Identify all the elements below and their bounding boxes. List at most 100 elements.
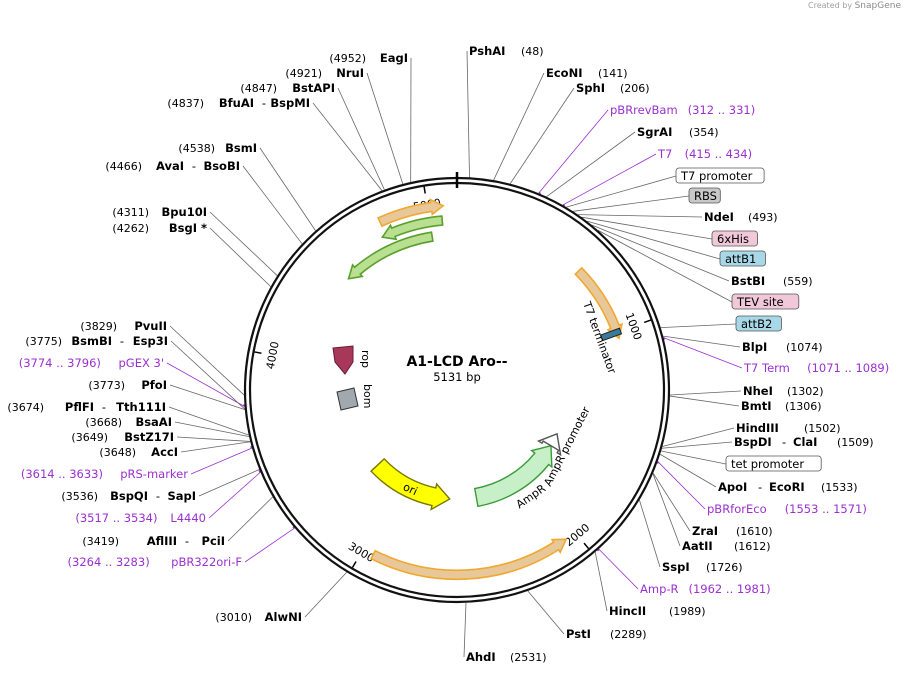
watermark-brand: SnapGene [854,1,901,11]
feature-box [719,250,766,267]
site-position: (1533) [821,481,858,494]
site-pfoi: PfoI(3773) [88,378,167,392]
primer-name: pGEX 3' [119,356,165,370]
label-leader-line [652,473,681,547]
feature-tet-promoter: tet promoter [725,455,822,472]
backbone-outer [243,176,671,604]
tick-mark [423,186,426,194]
enzyme-name: Bpu10I [162,205,207,219]
enzyme-name-2: BspMI [270,96,310,110]
ampr-promoter-feature [536,432,562,457]
primer-name: pBRrevBam [610,103,678,117]
label-lines [166,50,743,658]
bom-feature [336,387,359,411]
feature-box-label: attB1 [725,252,756,266]
site-bpu10i: Bpu10I (4311) [112,205,207,219]
site-sspi: SspI(1726) [662,560,743,574]
site-position: (4311) [112,206,149,219]
tick-label: 4000 [264,340,282,370]
site-aatii: AatII (1612) [682,539,771,553]
enzyme-name: BsmBI [71,334,112,348]
site-position: (1302) [787,385,824,398]
primer-pbr322ori-f: pBR322ori-F(3264 .. 3283) [68,555,242,569]
site-ndei: NdeI(493) [704,210,778,224]
enzyme-name: EagI [380,51,408,65]
enzyme-name: NdeI [704,210,734,224]
enzyme-name-2: SapI [167,489,196,503]
site-position: (4466) [105,160,142,173]
primer-position: (3614 .. 3633) [21,467,103,481]
tick-mark [254,351,262,354]
primer-amp-r: Amp-R(1962 .. 1981) [640,582,771,596]
tick-mark [583,542,590,550]
enzyme-name: BstBI [731,274,765,288]
site-position: (2289) [610,628,647,641]
site-position: (3829) [80,320,117,333]
site-acci: AccI (3648) [99,445,178,459]
primer-position: (312 .. 331) [688,103,756,117]
rop-feature [332,345,354,375]
primer-position: (415 .. 434) [685,147,753,161]
feature-box [735,315,782,332]
tick-mark [643,319,652,324]
site-position: (4262) [112,222,149,235]
site-position: (48) [521,45,544,58]
label-leader-line [661,441,733,449]
enzyme-name: ApoI [718,480,747,494]
site-position: (2531) [510,651,547,664]
site-bsmbi: Esp3I-BsmBI(3775) [25,334,168,348]
feature-attb1: attB1 [719,250,766,267]
site-position: (1509) [837,436,874,449]
feature-box-label: attB2 [741,317,772,331]
label-leader-line [208,471,261,519]
site-position: (3674) [7,401,44,414]
label-leader-line [639,499,661,568]
primer-position: (3774 .. 3796) [19,356,101,370]
label-leader-line [227,496,274,542]
site-position: (559) [783,275,813,288]
label-leader-line [312,102,383,191]
label-leader-line [169,384,246,410]
site-position: (354) [689,126,719,139]
primer-name: pRS-marker [120,467,188,481]
feature-6xhis: 6xHis [711,230,758,247]
enzyme-name: AccI [151,445,178,459]
label-leader-line [659,453,717,488]
primer-name: pBRforEco [707,502,767,516]
orf-arrow [370,538,568,581]
label-leader-line [304,571,347,618]
snapgene-watermark: Created by SnapGene [808,1,901,11]
feature-box [711,230,758,247]
enzyme-separator: - [758,480,762,494]
site-nrui: NruI(4921) [285,66,364,80]
ori-feature [370,457,451,511]
primer-position: (1553 .. 1571) [785,502,867,516]
enzyme-name: AhdI [466,650,496,664]
label-leader-line [168,406,249,436]
watermark-prefix: Created by [808,1,853,10]
site-position: (3773) [88,379,125,392]
primer-pbrforeco: pBRforEco (1553 .. 1571) [707,502,867,516]
label-leader-line [572,195,690,212]
enzyme-name: AatII [682,539,713,553]
label-leader-line [337,87,385,190]
label-leader-line [594,552,608,612]
site-position: (3668) [85,416,122,429]
primer-position: (3264 .. 3283) [68,555,150,569]
enzyme-name: AlwNI [265,610,302,624]
plasmid-size: 5131 bp [433,370,481,384]
site-position: (3648) [99,446,136,459]
enzyme-separator: - [192,159,196,173]
label-leader-line [652,472,691,532]
feature-box-label: RBS [694,189,717,203]
label-leader-line [176,436,251,442]
site-position: (1612) [734,540,771,553]
primer-t7-term: T7 Term(1071 .. 1089) [743,361,889,375]
primer-position: (3517 .. 3534) [75,511,157,525]
enzyme-name: ZraI [692,524,718,538]
enzyme-name: NheI [743,384,773,398]
enzyme-name: BmtI [741,399,772,413]
primer-position: (1071 .. 1089) [807,361,889,375]
